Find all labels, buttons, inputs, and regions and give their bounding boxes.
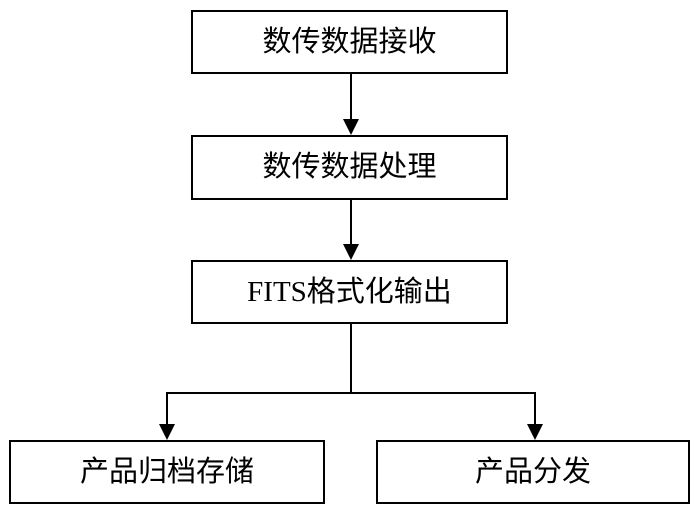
node-fits-output-label: FITS格式化输出 [247, 275, 452, 308]
node-product-distribute-label: 产品分发 [474, 455, 591, 488]
node-product-archive: 产品归档存储 [9, 440, 325, 504]
node-data-receive: 数传数据接收 [191, 10, 508, 74]
node-product-archive-label: 产品归档存储 [79, 455, 254, 488]
node-data-receive-label: 数传数据接收 [262, 25, 437, 58]
node-data-process-label: 数传数据处理 [262, 151, 437, 183]
node-data-process: 数传数据处理 [191, 135, 508, 200]
arrowhead-process [343, 119, 359, 135]
arrowhead-fits [343, 244, 359, 260]
node-product-distribute: 产品分发 [376, 440, 690, 504]
node-fits-output: FITS格式化输出 [191, 260, 508, 324]
arrowhead-distribute [527, 424, 543, 440]
arrowhead-archive [159, 424, 175, 440]
